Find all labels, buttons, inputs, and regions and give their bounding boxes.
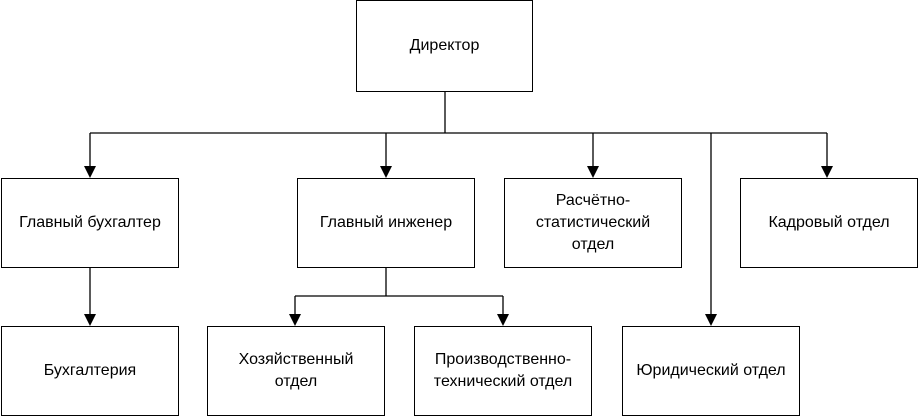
node-accounting: Бухгалтерия (1, 326, 179, 416)
node-production-tech-dept: Производственно- технический отдел (414, 326, 592, 416)
arrowhead-production-tech-dept (497, 314, 509, 326)
arrowhead-chief-engineer (380, 166, 392, 178)
node-chief-accountant: Главный бухгалтер (1, 178, 179, 268)
arrowhead-chief-accountant (84, 166, 96, 178)
arrowhead-hr-dept (821, 166, 833, 178)
arrowhead-calc-stat-dept (587, 166, 599, 178)
arrowhead-accounting (84, 314, 96, 326)
node-director: Директор (356, 0, 533, 92)
node-chief-engineer: Главный инженер (297, 178, 475, 268)
node-household-dept: Хозяйственный отдел (207, 326, 385, 416)
node-hr-dept: Кадровый отдел (740, 178, 918, 268)
arrowhead-legal-dept (705, 314, 717, 326)
node-legal-dept: Юридический отдел (622, 326, 800, 416)
arrowhead-household-dept (289, 314, 301, 326)
node-calc-stat-dept: Расчётно- статистический отдел (504, 178, 682, 268)
